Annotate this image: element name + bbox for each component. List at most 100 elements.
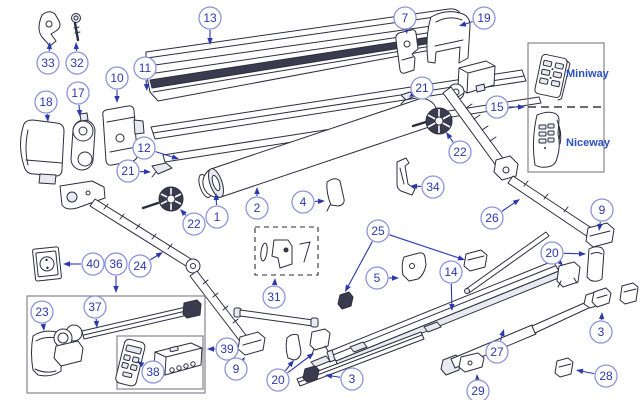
callout-arrowhead [449,303,455,311]
callout-circle [266,368,290,392]
callout-circle [448,140,472,164]
part-clamp-3-right [591,287,612,308]
callout-number: 5 [374,271,381,285]
niceway-label: Niceway [566,137,611,149]
callout-27: 27 [485,329,509,364]
callout-arrowhead [287,360,294,368]
callout-arrowhead [44,114,50,122]
callout-circle [262,285,286,309]
part-bracket-20-bottom [309,328,331,355]
callout-leader [450,283,453,307]
callout-number: 20 [545,246,559,260]
callout-number: 13 [203,11,217,25]
callout-31: 31 [262,278,286,309]
callout-number: 9 [233,362,240,376]
callout-13: 13 [198,6,222,45]
callout-20: 20 [540,241,586,266]
callout-number: 34 [426,180,440,194]
callout-4: 4 [291,190,325,214]
callout-arrowhead [556,258,563,266]
callout-circle [116,159,140,183]
motor-kit-box [26,295,206,394]
callout-circle [365,266,389,290]
callout-3: 3 [325,367,364,391]
callout-circle [105,66,129,90]
callout-number: 3 [349,372,356,386]
callout-circle [36,51,60,75]
callout-number: 15 [490,100,504,114]
callout-arrowhead [76,109,83,117]
callout-25: 25 [345,219,465,292]
callout-number: 12 [137,141,151,155]
callout-number: 20 [271,373,285,387]
callout-number: 21 [121,164,135,178]
callout-arrowhead [207,38,213,45]
callout-number: 2 [254,201,261,215]
callout-number: 26 [485,211,499,225]
part-screw-32 [71,13,81,42]
part-rail-segment-left [296,321,442,387]
callout-arrowhead [155,252,163,258]
callout-10: 10 [105,66,129,103]
callout-arrowhead [518,104,525,110]
callout-arrowhead [171,154,179,160]
callout-arrowhead [143,168,151,175]
callout-19: 19 [459,6,496,30]
callout-36: 36 [104,252,128,293]
callout-arrowhead [512,199,520,206]
callout-arrowhead [143,83,150,91]
callout-arrowhead [446,132,453,140]
callout-3: 3 [589,312,613,344]
callout-arrowhead [46,42,53,50]
callout-circle [83,295,107,319]
callout-circle [439,260,463,284]
callout-circle [141,360,165,384]
part-left-arm [59,180,266,356]
callout-number: 3 [598,325,605,339]
part-bracket-34 [396,157,416,196]
callout-number: 24 [133,259,147,273]
callout-arrowhead [325,373,333,379]
callout-2: 2 [245,187,269,220]
callout-5: 5 [365,266,399,290]
part-gear-motor-right [457,60,496,94]
callout-34: 34 [410,175,445,199]
kit-box-31 [254,226,319,276]
callout-arrowhead [40,323,46,331]
callout-number: 32 [70,56,84,70]
miniway-label: Miniway [566,68,610,80]
callout-32: 32 [65,42,89,75]
callout-arrowhead [306,353,314,360]
part-right-arm [442,83,615,294]
callout-22: 22 [180,209,206,236]
callout-circle [30,300,54,324]
callout-circle [205,205,229,229]
callout-number: 22 [187,217,201,231]
callout-leader [346,241,373,288]
callout-circle [81,252,105,276]
callout-arrowhead [213,193,219,201]
callout-17: 17 [66,81,90,117]
callout-38: 38 [137,360,165,384]
callout-arrowhead [345,284,351,292]
miniway-remote [534,53,571,101]
callout-arrowhead [597,223,603,231]
callout-circle [182,212,206,236]
callout-arrowhead [63,261,70,267]
callout-circle [245,196,269,220]
callout-1: 1 [205,193,229,229]
callout-number: 7 [402,11,409,25]
callout-number: 31 [267,290,281,304]
callout-number: 19 [477,11,491,25]
part-clamp-3-bottom [302,365,320,383]
part-bracket-20-lower [556,261,581,288]
callout-arrowhead [137,361,145,368]
callout-number: 4 [300,195,307,209]
callout-number: 28 [599,369,613,383]
callout-circle [215,337,239,361]
callout-number: 23 [35,305,49,319]
callout-leader [389,234,461,259]
callout-number: 39 [220,342,234,356]
part-bracket-5 [401,252,427,282]
